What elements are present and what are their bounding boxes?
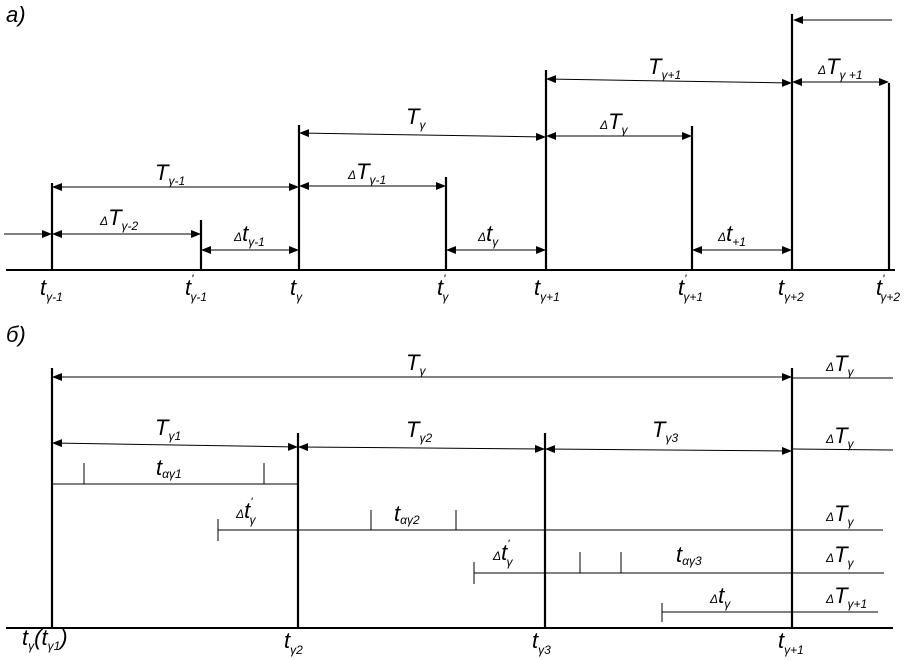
label-T-gamma: Tγ [406,104,426,132]
panel-a-bars [50,14,891,270]
arrow-T-gamma-plus-1 [546,75,792,87]
label-T-gamma-minus-1: Tγ-1 [155,160,185,188]
label-t-alpha-gamma2: tαγ2 [394,501,420,527]
tick-t-gamma-plus-1-b: tγ+1 [778,628,804,657]
arrow-T-gamma [299,129,546,141]
label-dT-gamma-minus-2: ΔTγ-2 [99,205,139,233]
label-dt-plus-1: Δt+1 [717,221,746,249]
panel-b-arrows [52,373,792,455]
label-dT-gamma-plus-1: ΔTγ +1 [817,54,863,82]
panel-b-bars [50,368,794,628]
right-label-5: ΔTγ+1 [825,583,867,611]
arrow-T-gamma3 [545,445,792,455]
label-dt-prime-1: Δt'γ [235,495,256,527]
tick-t-gamma-minus-1: tγ-1 [40,275,63,304]
tick-t-gamma-plus-1: tγ+1 [534,275,560,304]
tick-t-prime-gamma-minus-1: t'γ-1 [185,272,207,304]
arrow-T-gamma2 [298,443,545,453]
panel-b-right-labels: ΔTγ ΔTγ ΔTγ ΔTγ ΔTγ+1 [825,351,867,611]
panel-b-tick-labels: tγ(tγ1) tγ2 tγ3 tγ+1 [22,625,804,657]
panel-a-label: а) [6,2,26,27]
tick-t-gamma: tγ [290,275,303,304]
panel-a-tick-labels: tγ-1 t'γ-1 tγ t'γ tγ+1 t'γ+1 tγ+2 t'γ+2 [40,272,900,304]
right-label-4: ΔTγ [825,542,855,570]
label-T-gamma1: Tγ1 [155,415,181,443]
panel-b-shift-labels: Δt'γ Δt'γ Δtγ [235,495,731,611]
tick-t-gamma-t-gamma1: tγ(tγ1) [22,625,68,653]
right-label-3: ΔTγ [825,501,855,529]
label-dt-gamma: Δtγ [477,221,499,249]
label-t-alpha-gamma1: tαγ1 [156,455,182,481]
right-label-2: ΔTγ [825,423,855,451]
label-T-gamma-plus-1: Tγ+1 [648,54,681,82]
tick-t-gamma3: tγ3 [532,628,551,657]
label-T-gamma2: Tγ2 [406,417,432,445]
panel-b-activity-labels: tαγ1 tαγ2 tαγ3 [156,455,702,568]
label-dt-gamma-minus-1: Δtγ-1 [233,221,265,249]
label-dT-gamma: ΔTγ [599,109,629,137]
panel-b-label: б) [6,322,26,347]
label-T-gamma3: Tγ3 [652,417,678,445]
panel-a-interval-labels: Tγ-1 Tγ Tγ+1 ΔTγ-2 ΔTγ-1 ΔTγ ΔTγ +1 Δtγ-… [99,54,863,249]
panel-b-activity-lines [52,463,884,622]
tick-t-prime-gamma: t'γ [437,272,449,304]
tick-t-gamma2: tγ2 [284,628,303,657]
tick-t-prime-gamma-plus-1: t'γ+1 [678,272,703,304]
arrow-T-gamma1 [52,439,298,451]
label-dt-prime-2: Δt'γ [492,537,513,569]
panel-b-period-labels: Tγ Tγ1 Tγ2 Tγ3 [155,350,678,445]
panel-a-arrows [4,16,892,254]
label-T-gamma-b: Tγ [406,350,426,378]
tick-t-prime-gamma-plus-2: t'γ+2 [876,272,900,304]
label-dt-3: Δtγ [709,583,731,611]
label-t-alpha-gamma3: tαγ3 [676,542,702,568]
label-dT-gamma-minus-1: ΔTγ-1 [347,159,386,187]
right-label-1: ΔTγ [825,351,855,379]
tick-t-gamma-plus-2: tγ+2 [778,275,804,304]
panel-b-right-lines [792,377,894,451]
